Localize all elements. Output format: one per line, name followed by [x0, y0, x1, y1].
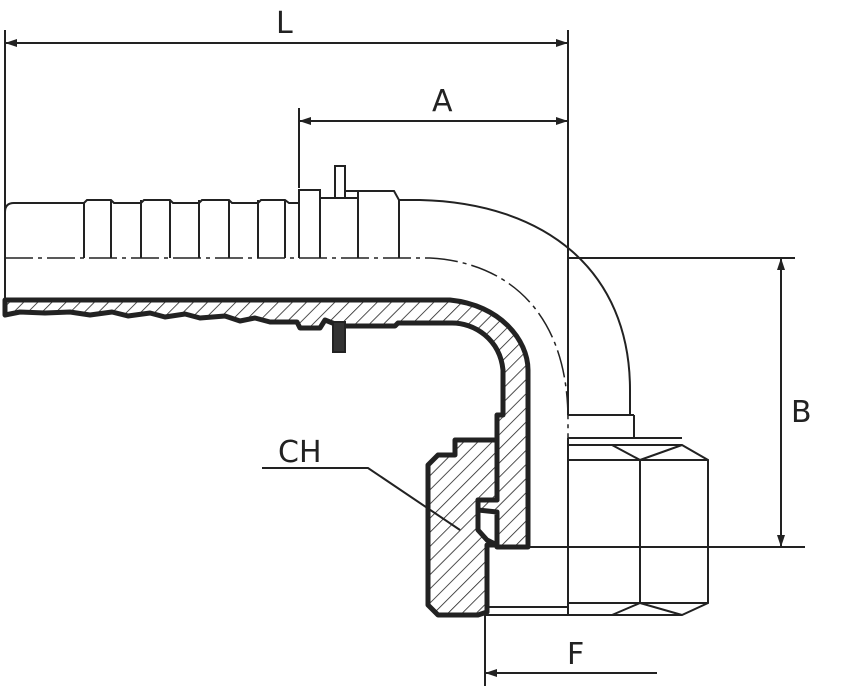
dimension-a-label: A: [432, 84, 453, 119]
dimension-ch-label: CH: [278, 435, 322, 470]
hose-tail-outline: [4, 165, 682, 439]
swivel-nut-section: [425, 437, 500, 618]
stem-wall-section: [2, 297, 531, 550]
hex-nut-view: [485, 444, 709, 616]
dimension-f-label: F: [567, 637, 584, 672]
dimension-l-label: L: [276, 6, 293, 41]
collar-section: [332, 321, 346, 353]
centerlines: [5, 257, 569, 615]
dimension-b-label: B: [791, 395, 812, 430]
dimension-lines: [4, 30, 805, 686]
